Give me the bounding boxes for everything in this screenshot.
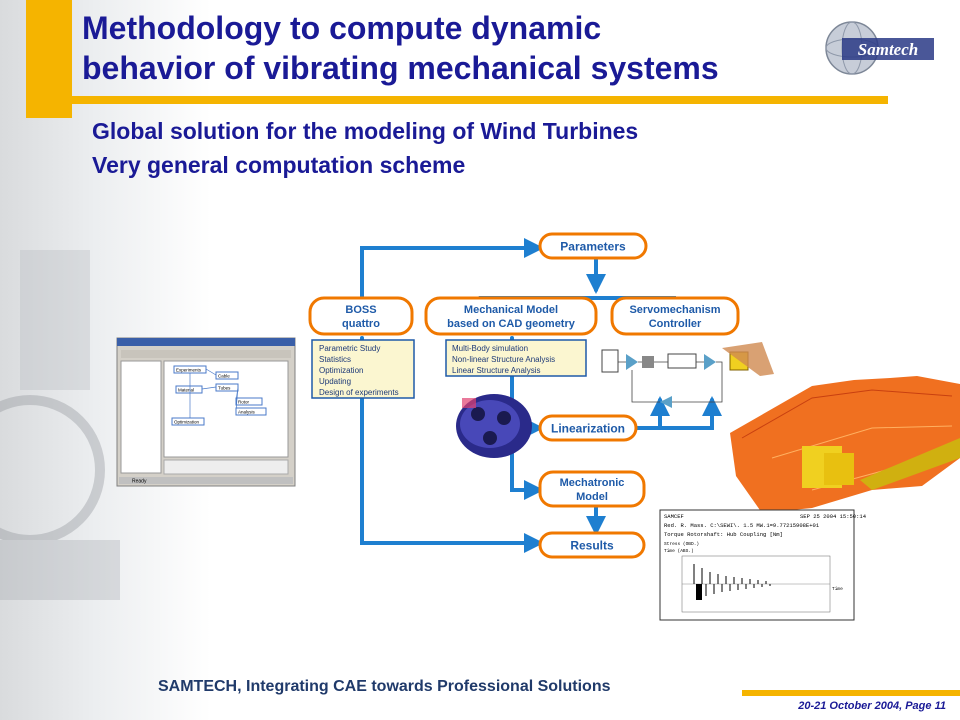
plot-line4: Time (ABS.) (664, 548, 694, 554)
boss-label-line2: quattro (342, 318, 380, 330)
boss-node-2: Cable (218, 374, 230, 379)
boss-node-4: Rotor (238, 400, 250, 405)
background-ghost-image (0, 250, 120, 600)
subtitle-1: Global solution for the modeling of Wind… (92, 118, 639, 144)
accent-bar (26, 0, 72, 118)
footer-date: 20-21 October 2004, Page 11 (798, 700, 946, 712)
plot-header-right: SEP 25 2004 15:50:14 (800, 513, 867, 520)
mechatronic-label-line1: Mechatronic (560, 477, 625, 489)
parameters-box: Parameters (538, 232, 648, 260)
boss-feature-3: Updating (319, 377, 351, 386)
rotor-hub-render (456, 394, 532, 458)
subtitle-2: Very general computation scheme (92, 152, 466, 178)
mechanical-feature-list: Multi-Body simulation Non-linear Structu… (445, 339, 587, 377)
mech-feature-2: Linear Structure Analysis (452, 366, 541, 375)
servo-label-line1: Servomechanism (629, 304, 720, 316)
plot-line2: Torque Rotorshaft: Hub Coupling [Nm] (664, 531, 783, 538)
methodology-diagram: Ready Experiments Material Cable Tubes R… (116, 232, 960, 621)
parameters-label: Parameters (560, 240, 626, 254)
slide-title-line1: Methodology to compute dynamic (82, 10, 602, 46)
logo-text: Samtech (858, 40, 918, 59)
boss-node-1: Material (178, 388, 194, 393)
plot-header-left: SAMCEF (664, 513, 684, 520)
boss-node-6: Optimization (174, 420, 200, 425)
results-box: Results (538, 531, 646, 559)
samtech-logo: Samtech (825, 21, 934, 75)
boss-node-5: Analysis (238, 410, 256, 415)
turbine-mesh-render (730, 376, 960, 513)
boss-feature-list: Parametric Study Statistics Optimization… (311, 339, 415, 399)
boss-feature-1: Statistics (319, 355, 351, 364)
boss-node-3: Tubes (218, 386, 231, 391)
plot-line3: Stress (OBD.) (664, 541, 699, 547)
plot-time-label: Time (832, 586, 843, 592)
mechatronic-label-line2: Model (576, 491, 608, 503)
boss-quattro-box: BOSS quattro (308, 296, 414, 336)
boss-feature-4: Design of experiments (319, 388, 399, 397)
control-block-diagram (601, 342, 774, 408)
footer-tagline: SAMTECH, Integrating CAE towards Profess… (158, 678, 611, 695)
mech-feature-0: Multi-Body simulation (452, 344, 528, 353)
boss-status-text: Ready (132, 479, 147, 485)
linearization-label: Linearization (551, 422, 625, 436)
boss-node-0: Experiments (176, 368, 202, 373)
servomechanism-box: Servomechanism Controller (610, 296, 740, 336)
slide-title-line2: behavior of vibrating mechanical systems (82, 50, 719, 86)
subtitles: Global solution for the modeling of Wind… (92, 114, 638, 182)
mech-label-line2: based on CAD geometry (447, 318, 576, 330)
results-label: Results (570, 539, 614, 553)
servo-label-line2: Controller (649, 318, 702, 330)
mech-feature-1: Non-linear Structure Analysis (452, 355, 555, 364)
boss-quattro-window: Ready Experiments Material Cable Tubes R… (116, 337, 296, 487)
slide-title: Methodology to compute dynamic behavior … (82, 8, 872, 88)
mechatronic-model-box: Mechatronic Model (538, 470, 646, 508)
boss-label-line1: BOSS (345, 304, 376, 316)
results-plot-window: SAMCEF SEP 25 2004 15:50:14 Red. R. Mass… (659, 509, 867, 621)
mech-label-line1: Mechanical Model (464, 304, 558, 316)
title-rule (72, 96, 888, 104)
boss-feature-0: Parametric Study (319, 344, 380, 353)
footer-rule (742, 690, 960, 696)
linearization-box: Linearization (538, 414, 638, 442)
plot-line1: Red. R. Mass. C:\SEWI\. 1.5 MW.1=9.77215… (664, 522, 820, 529)
boss-feature-2: Optimization (319, 366, 363, 375)
mechanical-model-box: Mechanical Model based on CAD geometry (424, 296, 598, 336)
